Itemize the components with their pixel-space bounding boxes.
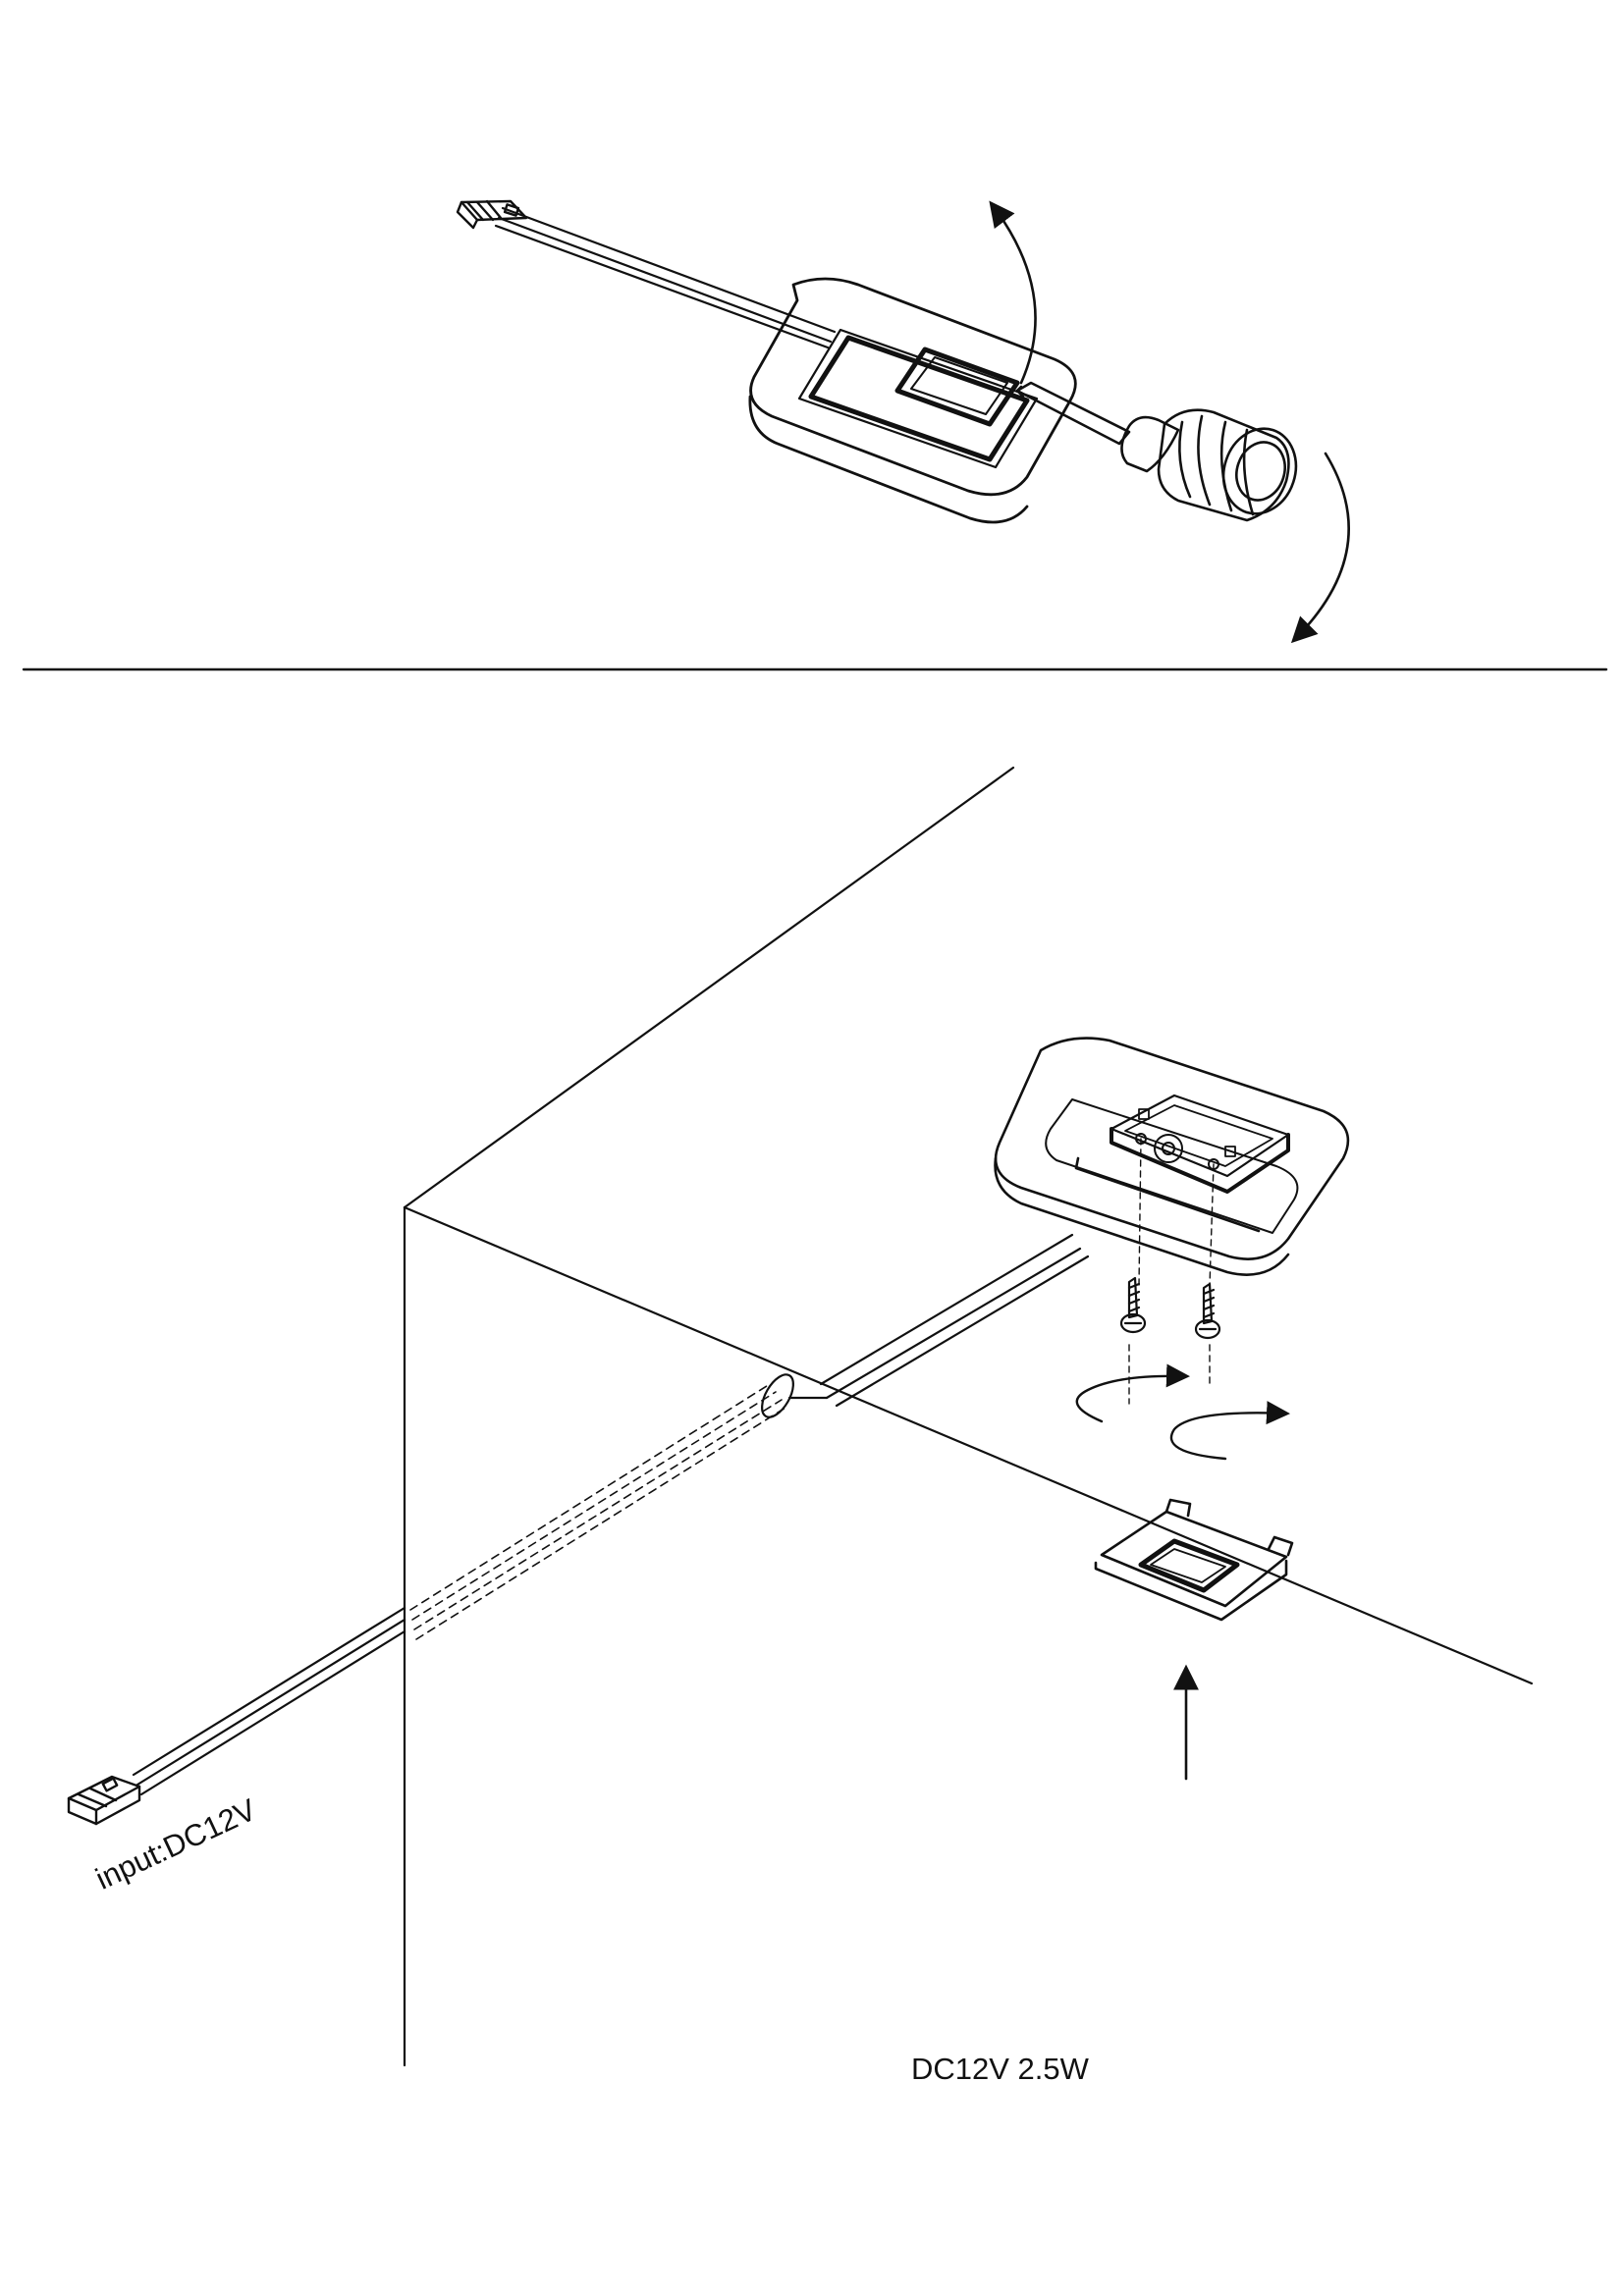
screw-right-icon xyxy=(1194,1282,1221,1340)
rotate-arrow-icon xyxy=(1290,452,1350,644)
mounting-base xyxy=(994,1037,1350,1276)
light-insert xyxy=(1094,1498,1294,1622)
step-2-installation xyxy=(67,766,1534,2067)
cabinet-corner xyxy=(403,766,1534,2067)
rotate-arrow-right-icon xyxy=(1169,1401,1290,1461)
cable-outside xyxy=(132,1606,406,1796)
cable-bottom xyxy=(761,1233,1090,1418)
power-spec-label: DC12V 2.5W xyxy=(911,2052,1089,2086)
cable-top xyxy=(494,206,837,349)
screw-guides xyxy=(1128,1138,1215,1405)
connector-bottom-icon xyxy=(67,1775,141,1826)
rotate-arrow-left-icon xyxy=(1075,1363,1190,1423)
light-fixture-top xyxy=(748,277,1077,524)
step-1-removal xyxy=(456,199,1350,644)
screw-left-icon xyxy=(1119,1276,1147,1334)
connector-top-icon xyxy=(456,199,528,230)
cable-hidden xyxy=(409,1383,786,1640)
lift-arrow-icon xyxy=(989,200,1037,385)
screwdriver-icon xyxy=(1015,381,1298,522)
